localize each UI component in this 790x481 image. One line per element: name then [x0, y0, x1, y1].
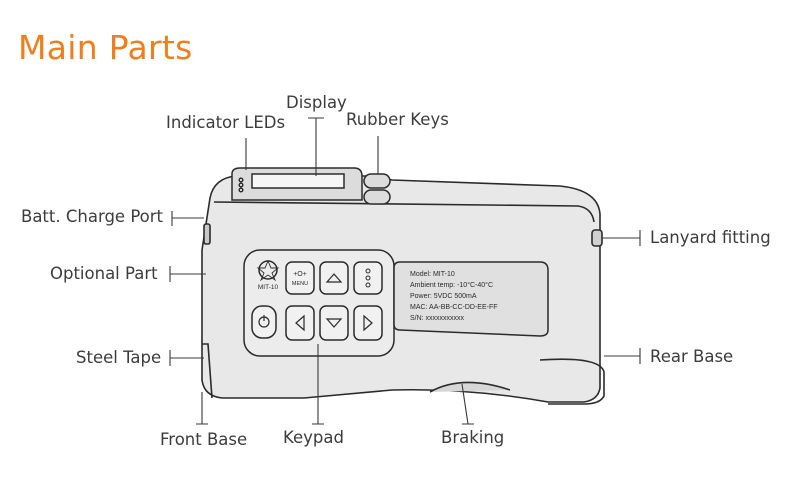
label-rear-base: Rear Base: [650, 347, 734, 366]
menu-key: [285, 261, 315, 295]
led-3: [238, 187, 244, 193]
label-braking: Braking: [441, 428, 505, 447]
figure-title: Main Parts: [18, 28, 193, 67]
nameplate-sn: S/N: xxxxxxxxxxx: [410, 315, 465, 322]
nameplate-ambient: Ambient temp: -10°C-40°C: [410, 281, 493, 289]
display-screen: [251, 173, 345, 189]
down-key: [319, 305, 349, 341]
label-indicator-leds: Indicator LEDs: [166, 113, 286, 132]
label-optional-part: Optional Part: [50, 264, 158, 283]
logo-text: MIT-10: [258, 284, 279, 291]
nameplate: Model: MIT-10 Ambient temp: -10°C-40°C P…: [393, 261, 549, 337]
keypad-panel: [243, 249, 395, 357]
callout-lines: [169, 117, 641, 425]
lanyard-fitting: [591, 229, 603, 247]
label-steel-tape: Steel Tape: [76, 348, 162, 367]
label-rubber-keys: Rubber Keys: [346, 110, 449, 129]
display-unit: [231, 167, 363, 201]
rear-base-leader: [604, 348, 641, 364]
front-base-leader: [196, 392, 208, 425]
power-key: [251, 305, 277, 339]
rubber-keys: [363, 173, 391, 205]
menu-key-symbol: +O+: [293, 271, 307, 278]
nameplate-power: Power: 5VDC 500mA: [410, 293, 477, 300]
braking-wheel: [429, 381, 511, 393]
rear-base: [539, 358, 605, 405]
led-2: [238, 182, 244, 188]
braking-leader: [461, 383, 474, 425]
menu-key-label: MENU: [292, 281, 308, 287]
charge-port-slot: [203, 223, 211, 245]
option-key: [353, 261, 383, 295]
label-front-base: Front Base: [160, 430, 248, 449]
label-batt-charge-port: Batt. Charge Port: [21, 207, 164, 226]
batt-charge-port-leader: [171, 211, 204, 226]
led-1: [238, 177, 244, 183]
nameplate-mac: MAC: AA-BB-CC-DD-EE-FF: [410, 304, 498, 311]
nameplate-model: Model: MIT-10: [410, 271, 455, 278]
display-leader: [308, 117, 324, 176]
steel-tape-leader: [169, 350, 204, 366]
up-key: [319, 261, 349, 295]
optional-part-leader: [169, 266, 206, 282]
label-keypad: Keypad: [283, 428, 344, 447]
lanyard-fitting-leader: [602, 230, 641, 246]
label-lanyard-fitting: Lanyard fitting: [650, 228, 771, 247]
keypad-leader: [312, 344, 324, 425]
left-key: [285, 305, 315, 341]
right-key: [353, 305, 383, 341]
label-display: Display: [286, 93, 347, 112]
